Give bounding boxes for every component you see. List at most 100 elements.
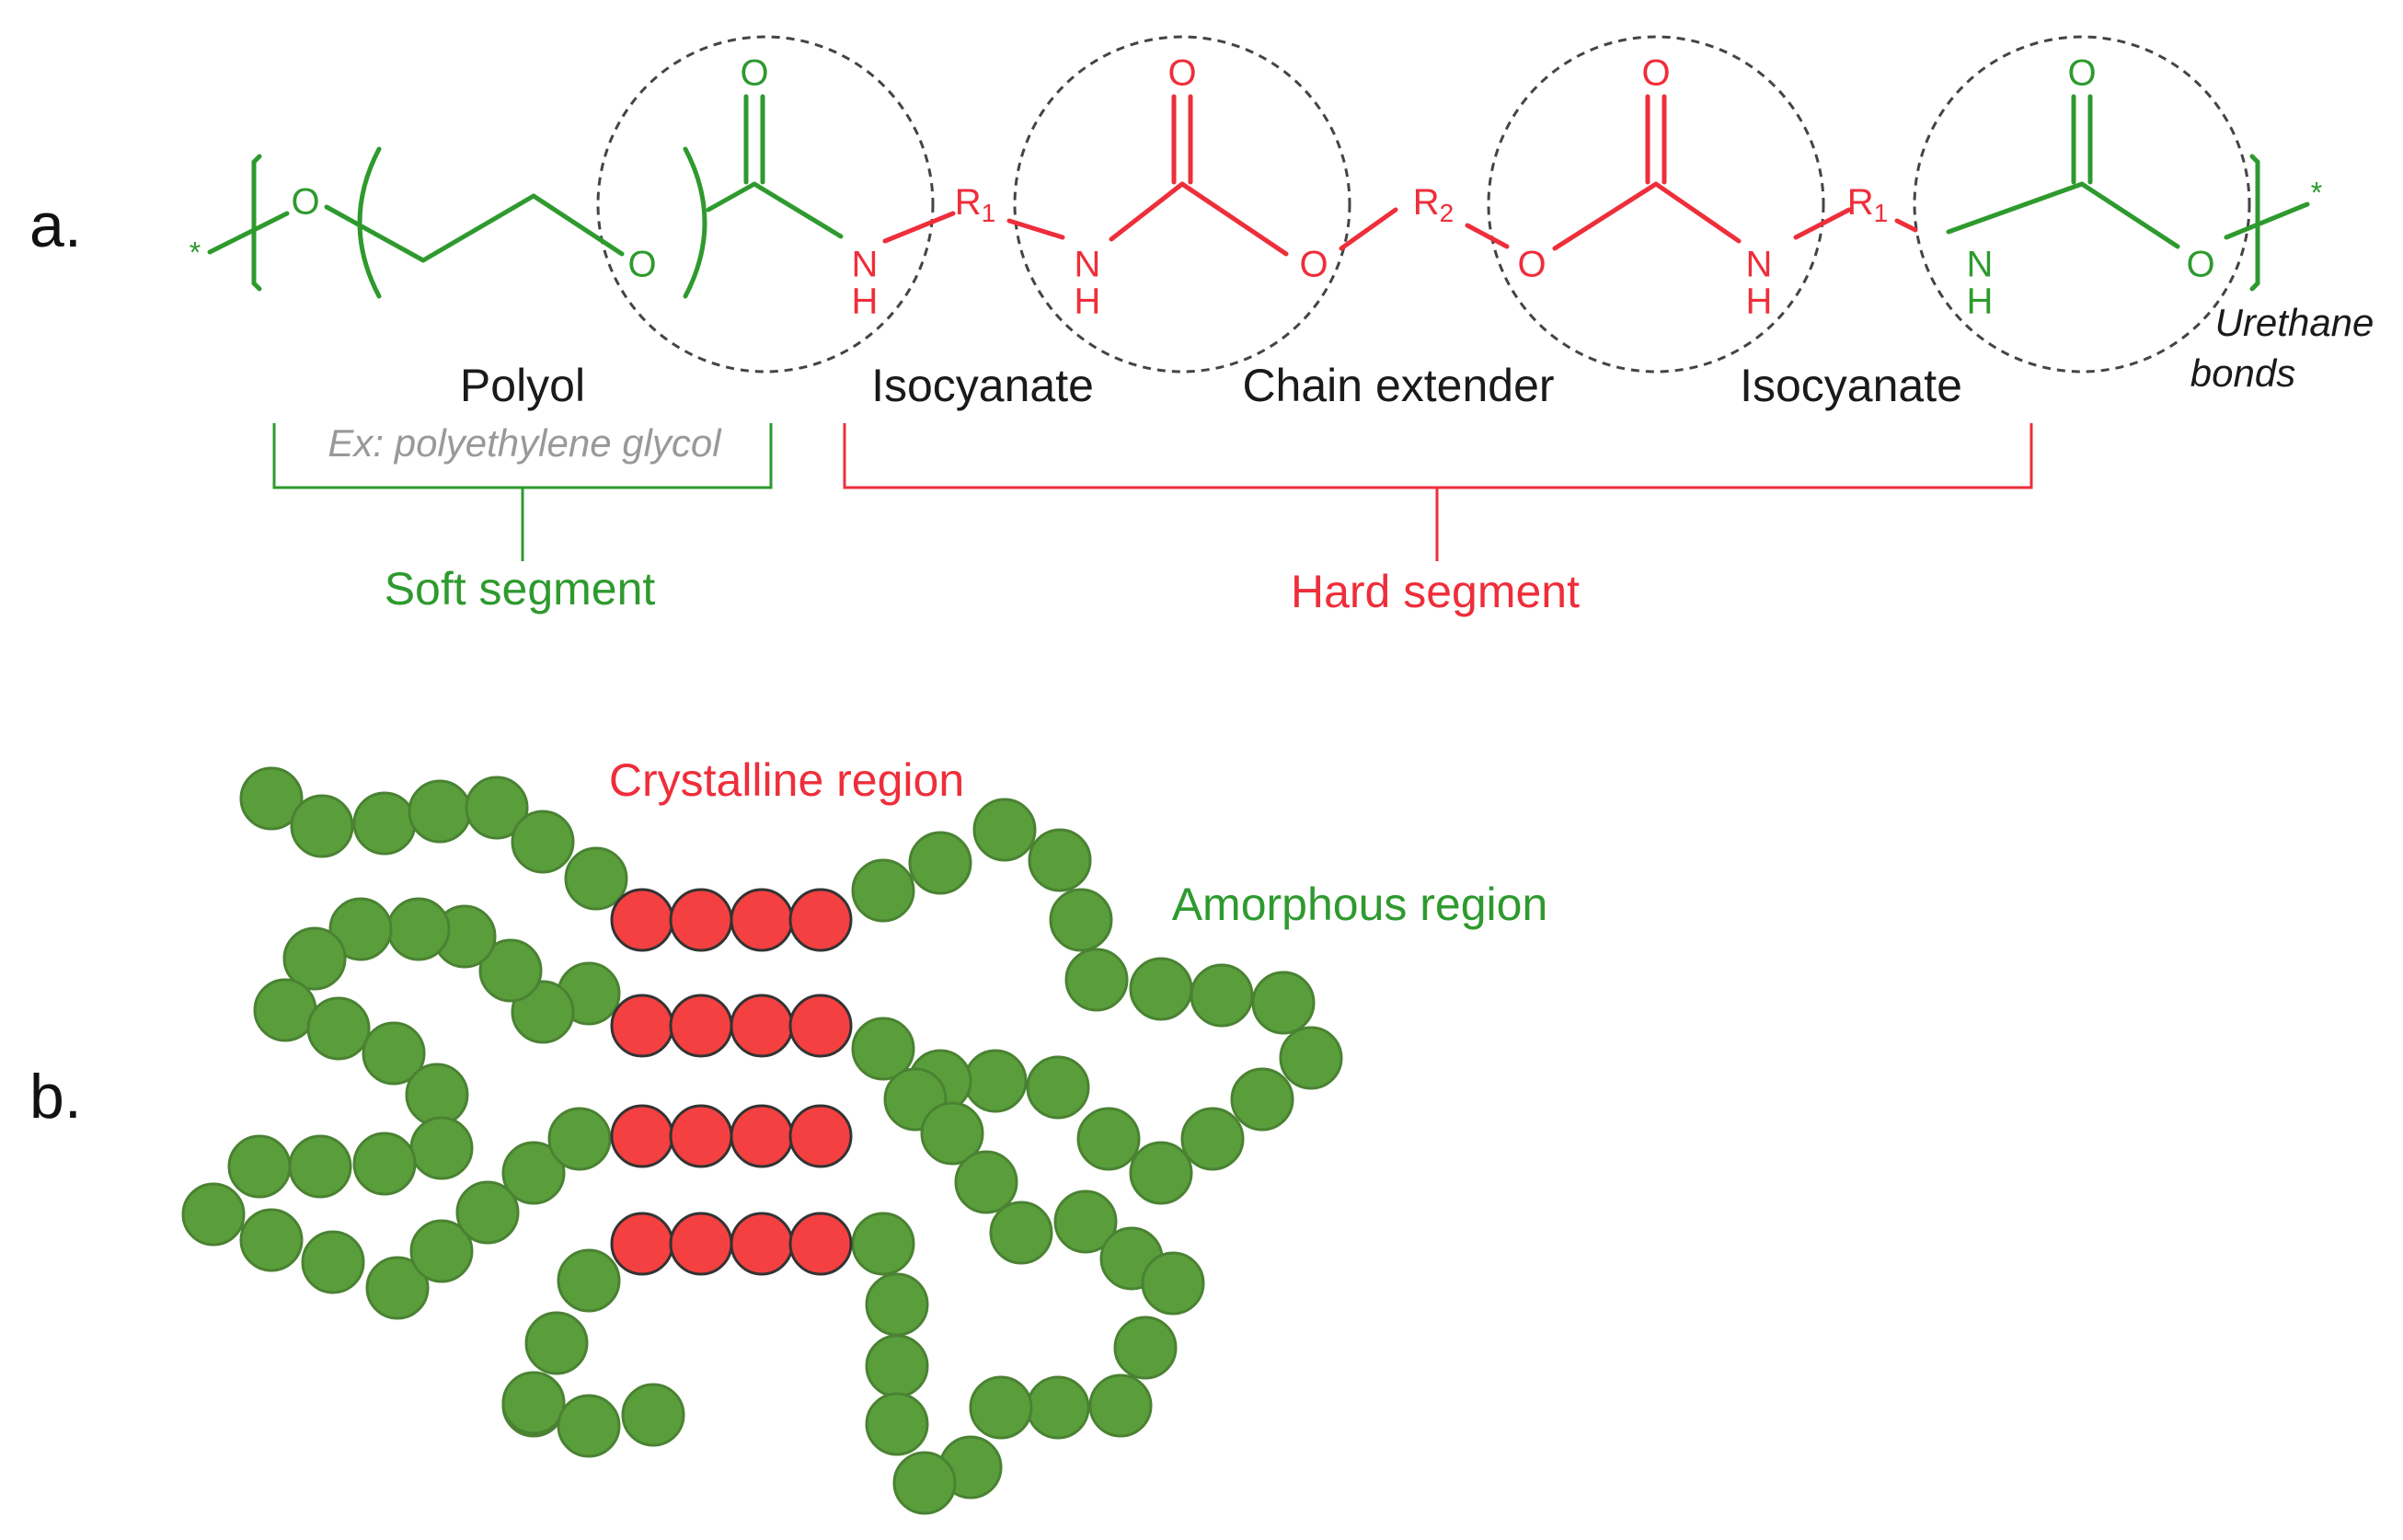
hydrogen-4: H [1967,282,1994,322]
amorphous-bead [478,938,543,1003]
crystalline-bead [669,1104,733,1168]
urethane-circle-2 [1013,35,1351,374]
amorphous-bead [1053,1189,1118,1254]
carbonyl-oxygen-1: O [740,53,768,94]
amorphous-bead [1190,963,1254,1028]
nitrogen-4: N [1967,245,1994,285]
nitrogen-1: N [852,245,879,285]
crystalline-bead [788,994,853,1058]
urethane-bond-circles [596,35,2251,374]
crystalline-bead [610,1104,674,1168]
amorphous-bead [1180,1107,1245,1171]
amorphous-bead [181,1182,246,1247]
amorphous-bead [1026,1375,1090,1440]
crystalline-bead [788,888,853,952]
hydrogen-1: H [852,282,879,322]
crystalline-bead [730,1104,794,1168]
amorphous-bead [306,996,371,1061]
crystalline-bead [788,1104,853,1168]
r1-group-2: R1 [1847,182,1888,228]
crystalline-bead [730,1212,794,1276]
amorphous-bead [954,1150,1018,1214]
amorphous-bead [511,810,575,874]
carbonyl-oxygen-2: O [1167,53,1196,94]
amorphous-bead [851,858,915,923]
isocyanate-label-1: Isocyanate [871,360,1094,411]
amorphous-bead [1141,1251,1205,1316]
amorphous-bead [963,1049,1028,1113]
amorphous-bead [408,779,472,844]
crystalline-bead [669,1212,733,1276]
amorphous-bead [365,1256,430,1320]
amorphous-bead [288,1134,352,1199]
amorphous-bead [621,1383,685,1447]
carbonyl-oxygen-3: O [1641,53,1670,94]
soft-segment-label: Soft segment [385,563,656,615]
amorphous-bead [557,1248,621,1313]
amorphous-bead [1076,1107,1141,1171]
amorphous-bead [892,1451,957,1515]
amorphous-bead [352,1132,417,1196]
amorphous-bead [282,926,347,991]
amorphous-bead [352,791,417,856]
urethane-circle-3 [1487,35,1825,374]
amorphous-region-label: Amorphous region [1172,879,1548,930]
crystalline-beads [610,888,853,1276]
hydrogen-2: H [1075,282,1101,322]
crystalline-bead [730,888,794,952]
amorphous-bead [1129,1141,1193,1205]
urethane-circle-4 [1913,35,2251,374]
amorphous-beads [181,766,1343,1515]
amorphous-bead [972,798,1037,862]
amorphous-bead [1129,957,1193,1021]
hard-bonds [882,94,1918,257]
amorphous-bead [1088,1373,1153,1438]
amorphous-bead [1251,971,1316,1035]
crystalline-bead [610,994,674,1058]
amorphous-bead [465,776,529,840]
hard-segment-label: Hard segment [1291,566,1580,617]
amorphous-bead [557,1394,621,1458]
amorphous-bead [989,1201,1053,1265]
amorphous-bead [564,846,628,911]
crystalline-bead [730,994,794,1058]
amorphous-bead [969,1375,1033,1440]
amorphous-bead [253,978,317,1042]
crystalline-bead [610,1212,674,1276]
amorphous-bead [227,1134,292,1199]
amorphous-bead [1064,948,1129,1012]
amorphous-bead [405,1063,469,1127]
amorphous-bead [239,1208,304,1272]
soft-atoms: * O O O O N H O * [190,53,2322,322]
urethane-bonds-label-line1: Urethane [2215,301,2374,344]
amorphous-bead [851,1212,915,1276]
amorphous-bead [908,831,972,895]
amorphous-bead [290,794,354,858]
amorphous-bead [386,897,451,961]
chain-extender-label: Chain extender [1242,360,1554,411]
end-group-left: * [190,236,201,269]
nitrogen-2: N [1075,245,1101,285]
ether-oxygen-1: O [291,182,319,223]
panel-label-a: a. [29,190,82,260]
r2-group: R2 [1413,182,1454,228]
amorphous-bead [851,1017,915,1081]
amorphous-bead [865,1272,929,1337]
amorphous-bead [501,1141,566,1205]
hard-atoms: N H R1 N H O O R2 O O N H R1 [852,53,1889,322]
soft-bonds [207,94,2310,299]
amorphous-bead [301,1230,365,1294]
amorphous-bead [1230,1067,1294,1132]
isocyanate-label-2: Isocyanate [1740,360,1962,411]
amorphous-bead [409,1219,474,1283]
crystalline-bead [669,888,733,952]
hydrogen-3: H [1746,282,1773,322]
ether-oxygen-2: O [627,245,656,285]
end-group-right: * [2311,176,2322,209]
amorphous-bead [1028,828,1092,892]
amorphous-bead [362,1021,426,1086]
amorphous-bead [501,1371,566,1435]
amorphous-bead [920,1101,984,1166]
crystalline-bead [610,888,674,952]
